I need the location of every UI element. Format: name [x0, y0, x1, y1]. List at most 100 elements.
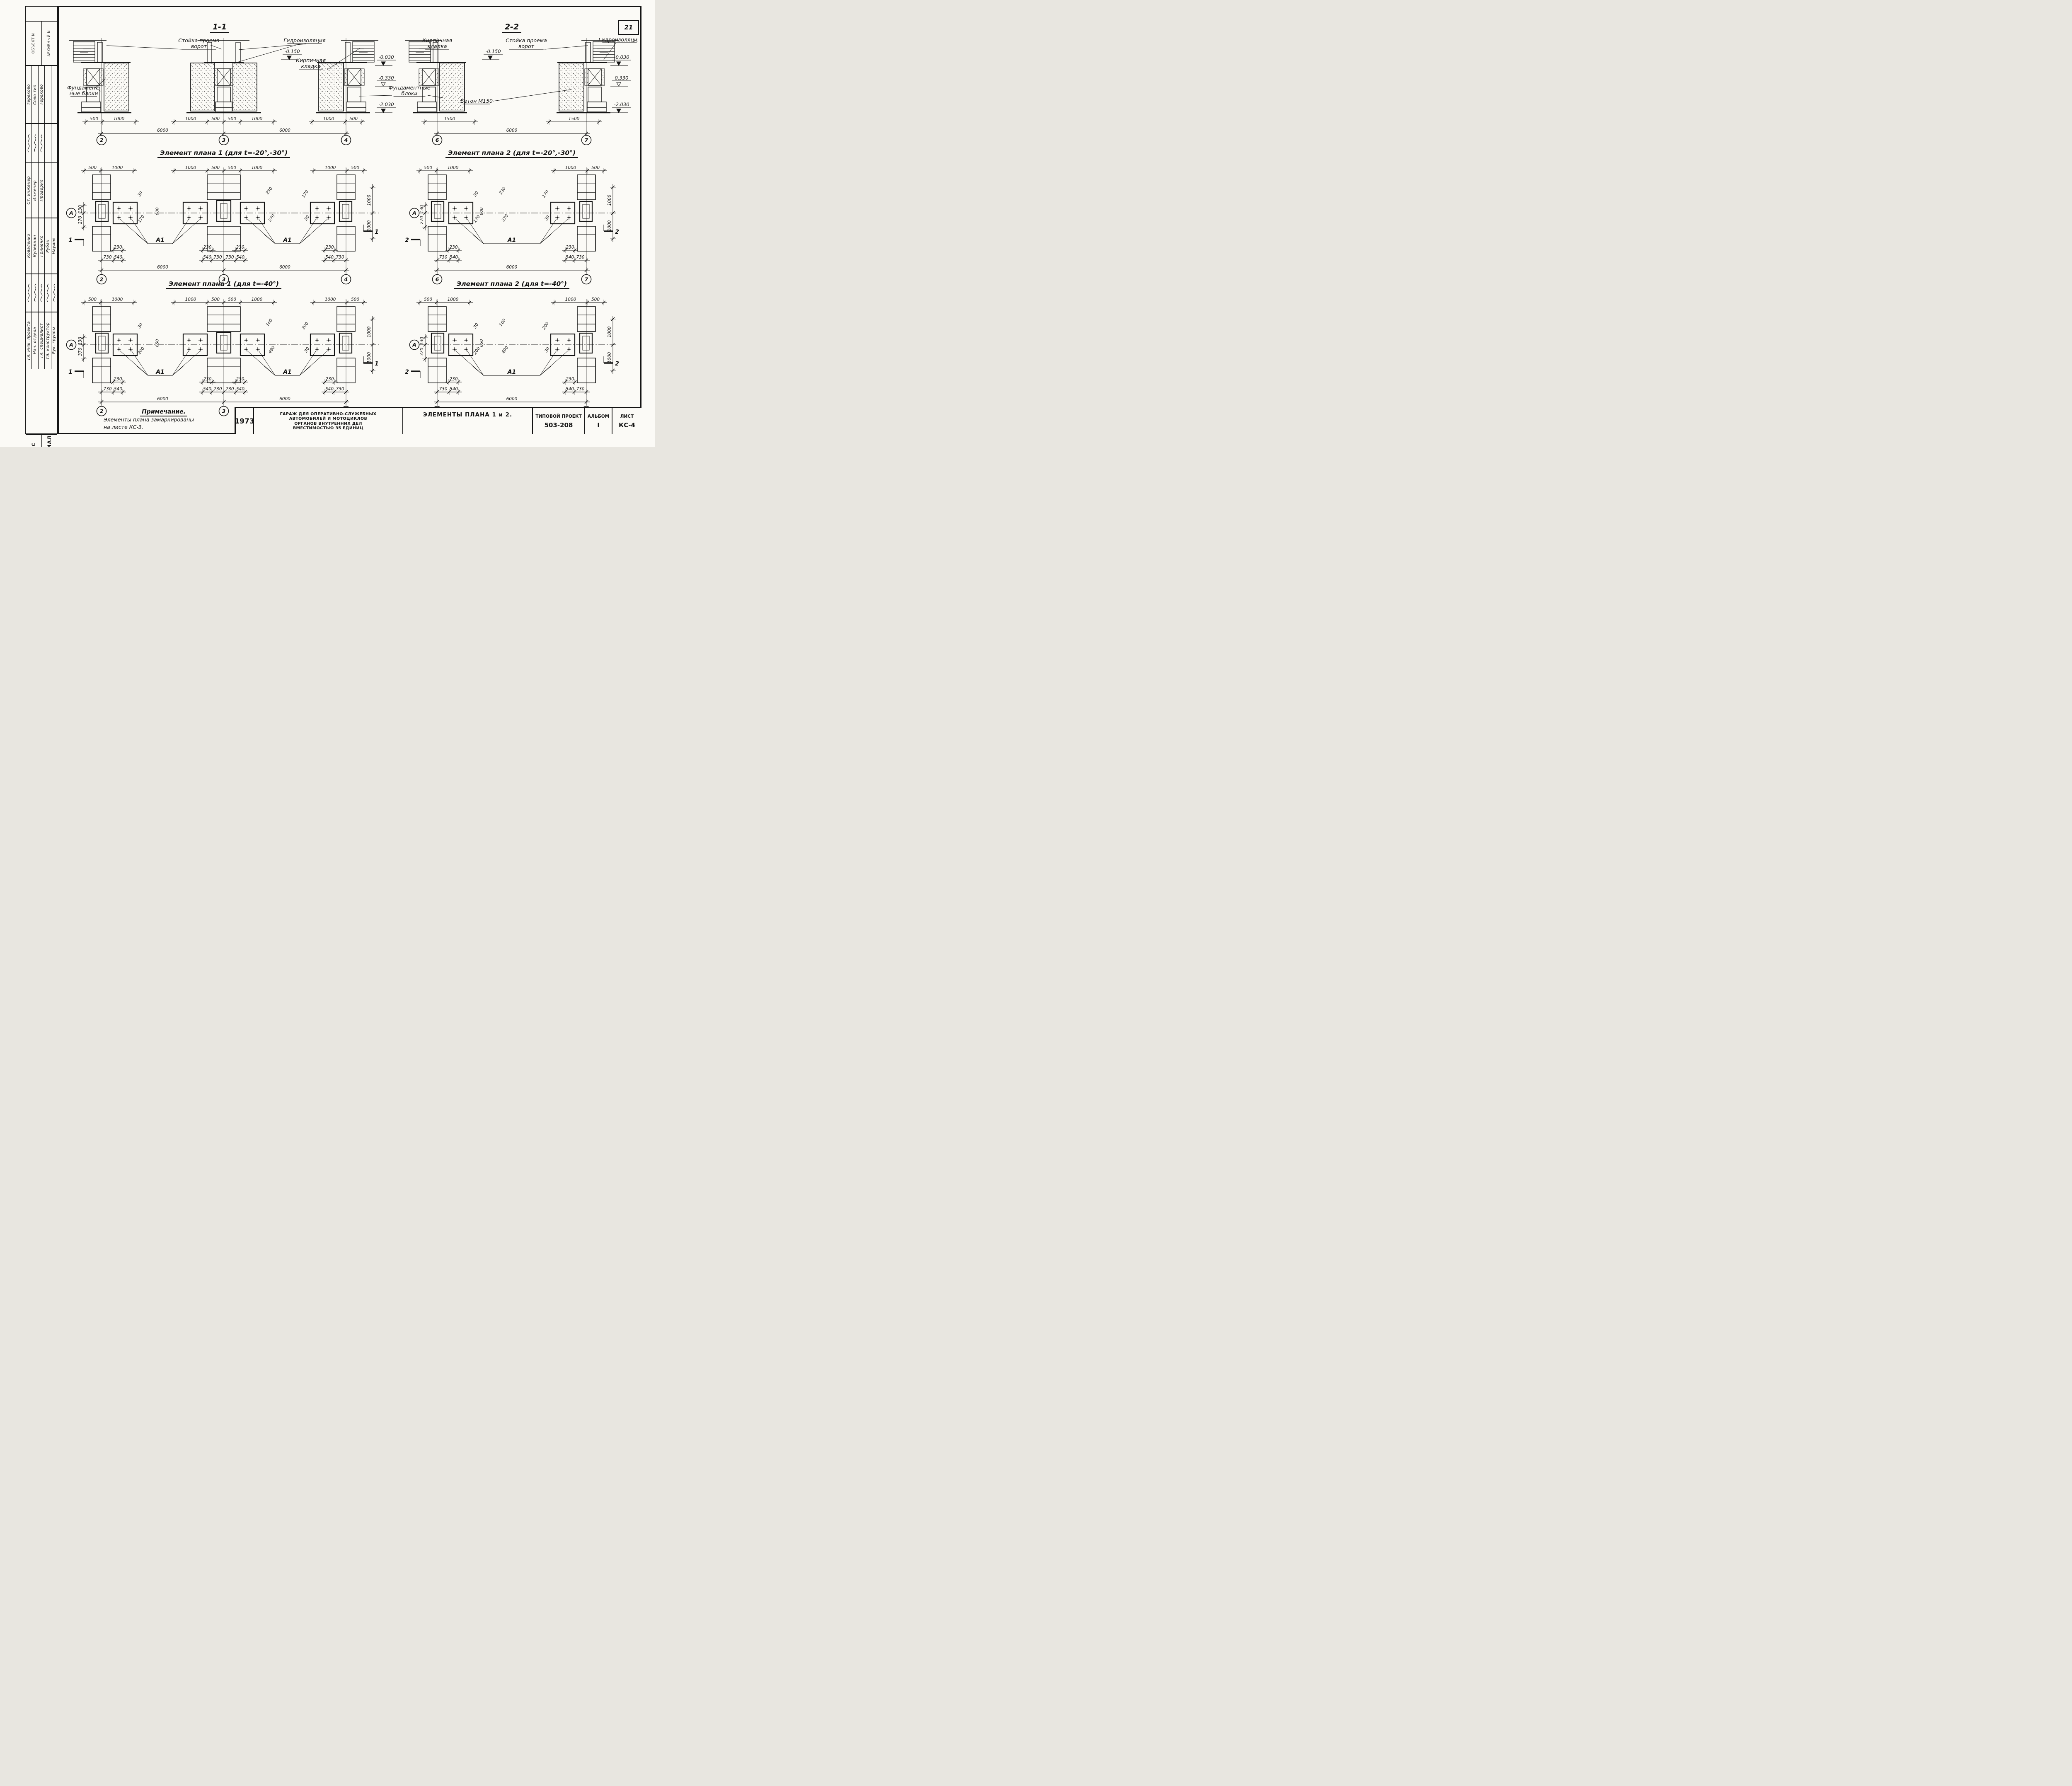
bolt-dot — [316, 339, 318, 341]
dim-label: 490 — [268, 346, 276, 355]
footing-section — [186, 40, 261, 114]
span-label: 6000 — [279, 397, 290, 402]
wall-block — [577, 174, 596, 200]
dim-label: 270 — [419, 216, 424, 224]
concrete-pier — [232, 63, 257, 111]
dim-label: 270 — [78, 216, 83, 224]
organization-name: ГИПРОАВТОТРАНС — [31, 442, 36, 447]
level-mark-icon — [616, 82, 621, 87]
axis-label: 3 — [222, 137, 226, 143]
dim-label: 540 — [114, 255, 122, 260]
dim-label: 500 — [424, 297, 432, 302]
wall-block — [577, 358, 596, 383]
object-entry: Терехово — [38, 66, 44, 123]
column-footing — [579, 201, 593, 222]
axis-bubble — [218, 135, 229, 145]
brick-wall — [73, 41, 95, 63]
dim-label: 540 — [203, 255, 211, 260]
dim-label: 1000 — [367, 326, 372, 337]
callout-label: Гидроизоляция — [283, 37, 326, 44]
mortar-strip — [419, 68, 423, 86]
bolt-dot — [245, 348, 247, 350]
base-step — [81, 107, 101, 112]
callout-label: Кирпичная — [296, 57, 326, 63]
note-title: Примечание. — [104, 409, 224, 416]
name-label: Рубан — [44, 218, 51, 273]
brick-wall — [593, 41, 615, 63]
signature-icon — [40, 283, 43, 302]
org-cell: ГИПРОАВТОТРАНС — [26, 435, 41, 447]
base-step — [346, 102, 366, 108]
axis-label: 6 — [436, 276, 439, 283]
dim-label: 1000 — [185, 297, 196, 302]
leader-line — [540, 350, 569, 376]
bolt-dot — [454, 217, 455, 218]
dim-label: 1000 — [112, 165, 123, 170]
column-core — [434, 336, 441, 351]
project-line: ГАРАЖ ДЛЯ ОПЕРАТИВНО-СЛУЖЕБНЫХ — [280, 411, 377, 416]
bolt-dot — [557, 339, 558, 341]
project-line: ВМЕСТИМОСТЬЮ 35 ЕДИНИЦ — [293, 426, 364, 431]
callout-leader — [327, 48, 361, 70]
callout-label: Стойка проема — [506, 37, 547, 44]
leader-line — [172, 350, 189, 376]
column-core — [220, 203, 228, 219]
title-block-type-project: ТИПОВОЙ ПРОЕКТ 503-208 — [533, 408, 585, 434]
stamp-cell — [44, 124, 51, 162]
bolt-dot — [316, 208, 318, 209]
level-mark-icon — [616, 61, 621, 66]
span-label: 6000 — [157, 397, 168, 402]
level-label: -0.030 — [378, 54, 394, 60]
leader-line — [119, 218, 148, 244]
dim-label: 500 — [351, 165, 359, 170]
dim-label: 1000 — [185, 165, 196, 170]
role-label: Проверил — [38, 163, 44, 218]
footing-plan — [310, 306, 356, 383]
level-label: 0.330 — [615, 75, 629, 81]
leader-line — [540, 350, 557, 376]
column-footing — [431, 201, 445, 222]
footing-plan — [550, 174, 596, 252]
stamp-cell — [38, 274, 44, 312]
axis-bubble — [96, 274, 107, 285]
cross-block — [217, 68, 231, 86]
dim-label: 30 — [137, 322, 144, 329]
dim-label: 730 — [336, 255, 344, 260]
section-cut-label: 1 — [68, 237, 73, 244]
signature-icon — [40, 134, 43, 152]
dim-label: 540 — [114, 387, 122, 392]
dim-label: 370 — [268, 214, 276, 223]
stamp-signatures — [26, 273, 57, 312]
footing-plan — [428, 174, 474, 252]
bolt-dot — [188, 339, 190, 341]
dim-label: 540 — [236, 387, 244, 392]
bolt-dot — [257, 217, 259, 218]
dim-label: 730 — [576, 255, 584, 260]
bolt-dot — [557, 348, 558, 350]
level-mark-icon — [381, 109, 386, 114]
dim-label: 30 — [473, 191, 479, 198]
stamp-organization: ГИПРОАВТОТРАНСРОСТОВСКИЙ ФИЛИАЛ — [26, 434, 57, 447]
name-label: Наумов — [51, 218, 57, 273]
axis-bubble — [341, 274, 351, 285]
element-mark-label: А1 — [283, 237, 292, 244]
plan1-t40-title: Элемент плана 1 (для t=-40°) — [137, 280, 311, 289]
dim-label: 1000 — [565, 297, 576, 302]
callout-label: Стойка проема — [178, 37, 220, 44]
callout-leader — [209, 44, 223, 50]
dim-label: 1000 — [252, 116, 263, 121]
object-header: ОБЪЕКТ N — [31, 33, 36, 54]
stamp-cell — [26, 124, 31, 162]
axis-bubble — [409, 208, 420, 218]
footing-section — [405, 40, 467, 114]
row-axis-label: А — [69, 210, 73, 216]
title-block-project: ГАРАЖ ДЛЯ ОПЕРАТИВНО-СЛУЖЕБНЫХ АВТОМОБИЛ… — [254, 408, 403, 434]
callout-label: кладка — [301, 63, 320, 69]
signature-icon — [27, 134, 30, 152]
object-header: ОБЪЕКТ N — [26, 22, 41, 65]
signature-stroke — [40, 134, 43, 152]
